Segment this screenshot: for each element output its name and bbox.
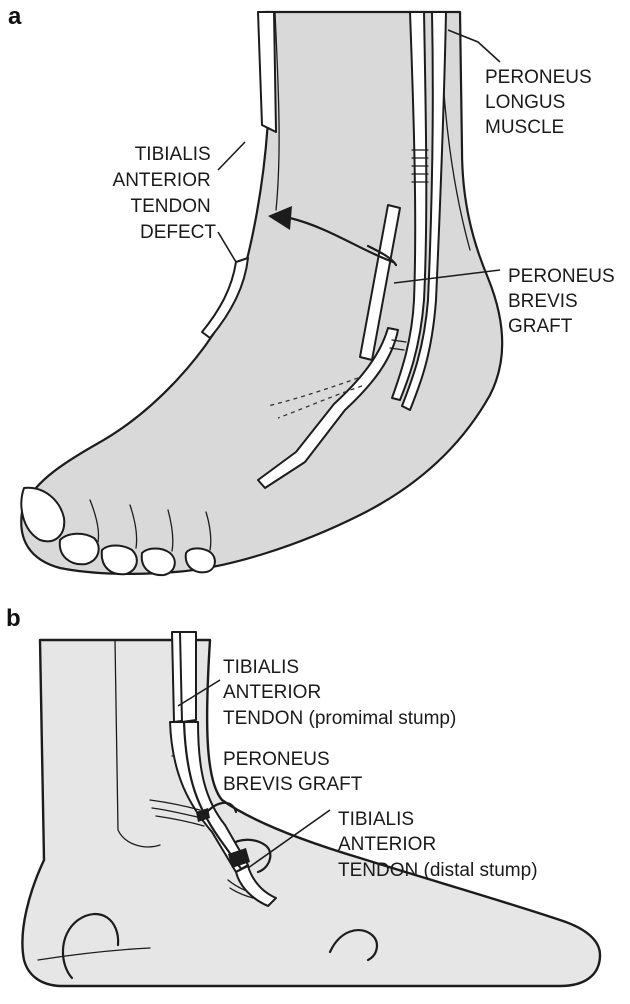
label-peroneus-longus: PERONEUS LONGUS MUSCLE (485, 67, 597, 138)
ta-proximal-stump-a (258, 12, 276, 132)
label-tibialis-distal: TIBIALIS ANTERIOR TENDON (distal stump) (338, 809, 538, 881)
panel-b: b TIBIALIS ANTERIOR TENDON (pr (6, 605, 600, 986)
leader-defect-2 (218, 232, 236, 262)
label-tibialis-proximal: TIBIALIS ANTERIOR TENDON (promimal stump… (223, 657, 456, 729)
panel-a-letter: a (8, 3, 22, 30)
panel-a: a (8, 3, 620, 575)
leader-defect-1 (218, 142, 245, 170)
ta-proximal-inner (180, 632, 196, 722)
panel-b-letter: b (6, 605, 21, 632)
label-peroneus-brevis-graft-a: PERONEUS BREVIS GRAFT (508, 266, 620, 337)
label-tibialis-defect: TIBIALIS ANTERIOR TENDON DEFECT (113, 144, 217, 243)
label-peroneus-brevis-graft-b: PERONEUS BREVIS GRAFT (223, 749, 363, 795)
